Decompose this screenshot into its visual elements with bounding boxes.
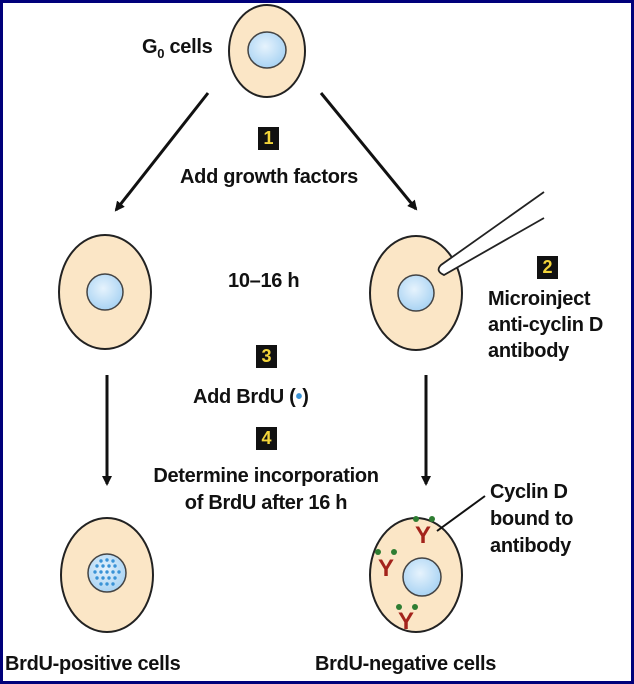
- injected-cell-right: [369, 235, 463, 351]
- cyclin-d-dots: [375, 516, 435, 610]
- cyclin-line-1: Cyclin D: [490, 481, 568, 503]
- determine-line-1: Determine incorporation: [153, 465, 379, 487]
- microinject-line-3: antibody: [488, 340, 569, 362]
- brdu-positive-label: BrdU-positive cells: [5, 653, 181, 675]
- add-growth-factors-label: Add growth factors: [180, 166, 358, 188]
- diagram-graphics: [58, 4, 545, 633]
- growth-cell-left: [58, 234, 152, 350]
- step-badge-2: 2: [537, 256, 558, 279]
- g0-cells-label: G0 cells: [142, 36, 213, 61]
- brdu-dots: [93, 558, 121, 586]
- arrow-g0-to-left: [114, 92, 210, 212]
- brdu-positive-cell: [60, 517, 154, 633]
- add-brdu-close: ): [302, 386, 309, 408]
- cyclin-pointer-line: [436, 495, 486, 532]
- step-badge-3: 3: [256, 345, 277, 368]
- step-badge-1: 1: [258, 127, 279, 150]
- g0-suffix: cells: [164, 36, 213, 58]
- microinject-line-2: anti-cyclin D: [488, 314, 604, 336]
- add-brdu-text: Add BrdU (: [193, 386, 296, 408]
- cyclin-line-2: bound to: [490, 508, 574, 530]
- time-label: 10–16 h: [228, 270, 300, 292]
- arrow-g0-to-right: [319, 92, 418, 211]
- microinject-line-1: Microinject: [488, 288, 591, 310]
- antibody-icon-bottom: Y: [398, 608, 414, 635]
- add-brdu-label: Add BrdU (•): [193, 386, 309, 408]
- determine-incorporation-label: Determine incorporation of BrdU after 16…: [153, 463, 379, 517]
- antibody-icon-top: Y: [415, 522, 431, 549]
- antibody-icon-left: Y: [378, 555, 394, 582]
- g0-letter: G: [142, 36, 158, 58]
- step-badge-4: 4: [256, 427, 277, 450]
- cyclin-d-label: Cyclin D bound to antibody: [490, 479, 573, 560]
- g0-subscript: 0: [157, 46, 165, 61]
- brdu-dot-icon: •: [295, 386, 303, 408]
- determine-line-2: of BrdU after 16 h: [184, 492, 348, 514]
- brdu-negative-label: BrdU-negative cells: [315, 653, 497, 675]
- diagram-canvas: Y Y Y G0 cells 1 Add growth factors 10–1…: [3, 3, 631, 681]
- cyclin-line-3: antibody: [490, 535, 571, 557]
- g0-cell: [228, 4, 306, 98]
- microinject-label: Microinject anti-cyclin D antibody: [488, 286, 603, 364]
- micropipette-icon: [437, 191, 545, 277]
